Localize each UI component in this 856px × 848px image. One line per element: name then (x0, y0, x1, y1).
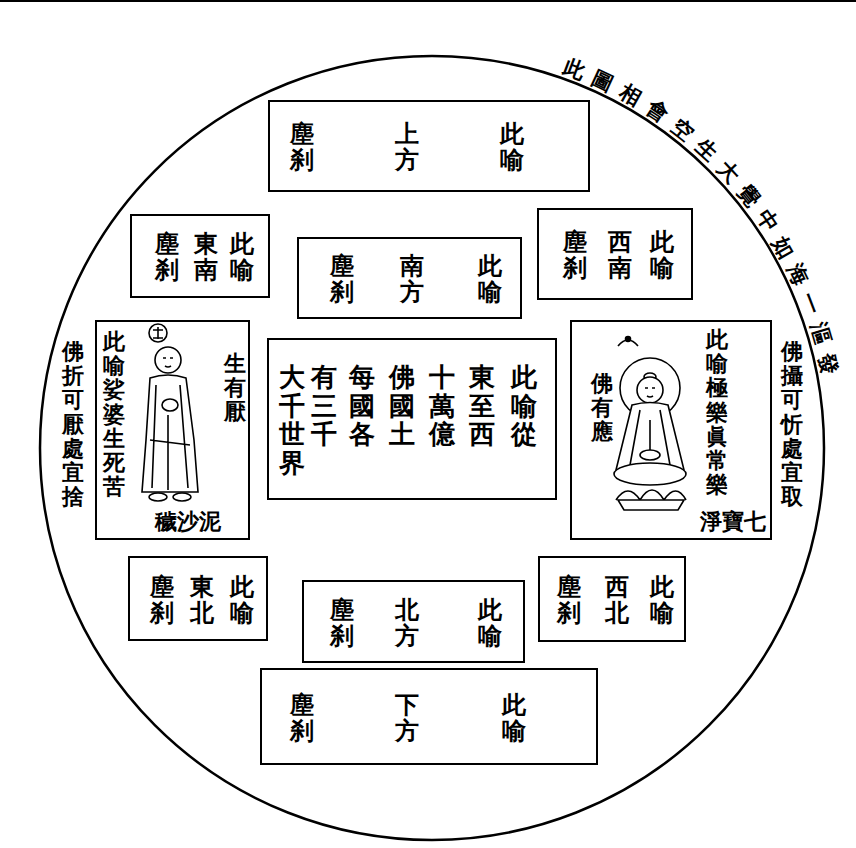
text-holder: 塵刹 (290, 692, 314, 745)
text-holder: 此喻 (650, 229, 674, 282)
text-holder: 塵刹 (290, 121, 314, 174)
realm-label: 塵刹 (150, 574, 174, 627)
realm-label: 西南 (608, 229, 632, 282)
realm-label: 此喻從 (511, 364, 537, 450)
text-holder: 七寶淨 (700, 510, 766, 534)
realm-label: 此喻極樂眞常樂 (706, 328, 728, 497)
realm-label: 此喻 (478, 597, 502, 650)
text-holder: 上方 (395, 121, 419, 174)
text-holder: 有三千 (311, 364, 337, 450)
realm-label: 穢沙泥 (155, 510, 221, 534)
realm-label: 此喻 (650, 229, 674, 282)
text-holder: 南方 (400, 253, 424, 306)
text-holder: 下方 (395, 692, 419, 745)
text-holder: 佛攝可忻處宜取 (781, 340, 803, 509)
buddha-figure (614, 337, 686, 511)
realm-label: 有三千 (311, 364, 337, 450)
text-holder: 此喻 (230, 574, 254, 627)
text-holder: 佛折可厭處宜捨 (62, 340, 84, 509)
text-holder: 此喻 (478, 597, 502, 650)
realm-label: 此喻娑婆生死苦 (103, 330, 125, 499)
realm-label: 東北 (190, 574, 214, 627)
realm-label: 塵刹 (330, 597, 354, 650)
realm-label: 東至西 (469, 364, 495, 450)
realm-label: 七寶淨 (700, 510, 766, 534)
arc-title-text: 此圖相會空生大覺中如海一漚發 (559, 53, 842, 376)
text-holder: 塵刹 (563, 229, 587, 282)
text-holder: 東北 (190, 574, 214, 627)
realm-label: 塵刹 (290, 692, 314, 745)
text-holder: 東南 (194, 231, 218, 284)
realm-label: 此喻 (500, 121, 524, 174)
world-circle (40, 56, 824, 840)
realm-label: 此喻 (502, 692, 526, 745)
text-holder: 此喻 (478, 253, 502, 306)
text-holder: 佛國土 (389, 364, 415, 450)
realm-label: 佛國土 (389, 364, 415, 450)
realm-box: 此喻極樂眞常樂七寶淨 佛有應 (570, 320, 772, 540)
realm-box: 此喻西南塵刹 (537, 208, 693, 300)
text-holder: 西北 (605, 574, 629, 627)
realm-label: 每國各 (349, 364, 375, 450)
text-holder: 塵刹 (330, 597, 354, 650)
realm-label: 塵刹 (563, 229, 587, 282)
text-holder: 塵刹 (557, 574, 581, 627)
text-holder: 此喻 (502, 692, 526, 745)
realm-label: 此喻 (230, 231, 254, 284)
text-holder: 穢沙泥 (155, 510, 221, 534)
realm-label: 下方 (395, 692, 419, 745)
realm-label: 北方 (395, 597, 419, 650)
text-holder: 東至西 (469, 364, 495, 450)
realm-box: 此喻東北塵刹 (128, 556, 268, 641)
text-holder: 此喻 (230, 231, 254, 284)
text-holder: 每國各 (349, 364, 375, 450)
realm-label: 佛有應 (591, 372, 613, 445)
realm-label: 此喻 (650, 574, 674, 627)
text-holder: 此喻 (650, 574, 674, 627)
realm-box: 此喻從東至西十萬億佛國土每國各有三千大千世界 (267, 338, 557, 500)
realm-label: 此喻 (478, 253, 502, 306)
realm-label: 塵刹 (557, 574, 581, 627)
realm-label: 南方 (400, 253, 424, 306)
realm-box: 此喻 北方塵刹 (302, 580, 525, 663)
text-holder: 此喻娑婆生死苦 (103, 330, 125, 499)
realm-box: 此喻西北塵刹 (538, 556, 686, 642)
text-holder: 北方 (395, 597, 419, 650)
realm-box: 此喻 南方塵刹 (297, 237, 522, 319)
realm-box: 此喻娑婆生死苦穢沙泥 生有厭 (95, 320, 250, 540)
realm-label: 塵刹 (290, 121, 314, 174)
realm-label: 東南 (194, 231, 218, 284)
text-holder: 大千世界 (279, 364, 305, 478)
text-holder: 塵刹 (155, 231, 179, 284)
realm-label: 塵刹 (330, 253, 354, 306)
text-holder: 塵刹 (150, 574, 174, 627)
realm-label: 塵刹 (155, 231, 179, 284)
text-holder: 塵刹 (330, 253, 354, 306)
side-verse: 佛折可厭處宜捨 (62, 340, 84, 509)
realm-label: 西北 (605, 574, 629, 627)
text-holder: 此喻極樂眞常樂 (706, 328, 728, 497)
realm-label: 大千世界 (279, 364, 305, 478)
text-holder: 生有厭 (224, 352, 246, 425)
text-holder: 十萬億 (429, 364, 455, 450)
realm-box: 此喻 下方 塵刹 (260, 668, 598, 765)
text-holder: 此喻從 (511, 364, 537, 450)
text-holder: 佛有應 (591, 372, 613, 445)
realm-box: 此喻 上方 塵刹 (268, 100, 590, 192)
text-holder: 西南 (608, 229, 632, 282)
realm-label: 生有厭 (224, 352, 246, 425)
arc-title: 此圖相會空生大覺中如海一漚發 (559, 53, 842, 376)
realm-label: 十萬億 (429, 364, 455, 450)
monk-figure (142, 324, 198, 501)
top-rule (0, 0, 856, 2)
realm-label: 此喻 (230, 574, 254, 627)
text-holder: 此喻 (500, 121, 524, 174)
realm-label: 上方 (395, 121, 419, 174)
side-verse: 佛攝可忻處宜取 (781, 340, 803, 509)
realm-box: 此喻東南塵刹 (130, 214, 270, 298)
